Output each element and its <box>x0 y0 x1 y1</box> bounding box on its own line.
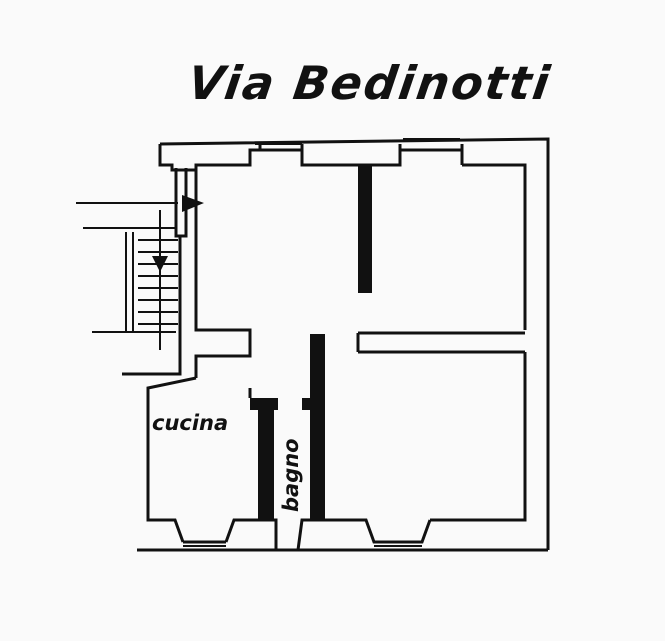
stair-down-arrow-icon <box>152 256 168 272</box>
street-label: Via Bedinotti <box>185 56 555 110</box>
outer-walls <box>137 137 550 552</box>
room-label-bathroom: bagno <box>279 438 303 512</box>
room-partitions <box>146 331 525 551</box>
interior-walls <box>250 166 372 521</box>
top-windows <box>255 138 460 145</box>
room-label-kitchen: cucina <box>152 411 228 435</box>
entrance-arrow-icon <box>182 195 204 212</box>
staircase <box>76 202 178 350</box>
